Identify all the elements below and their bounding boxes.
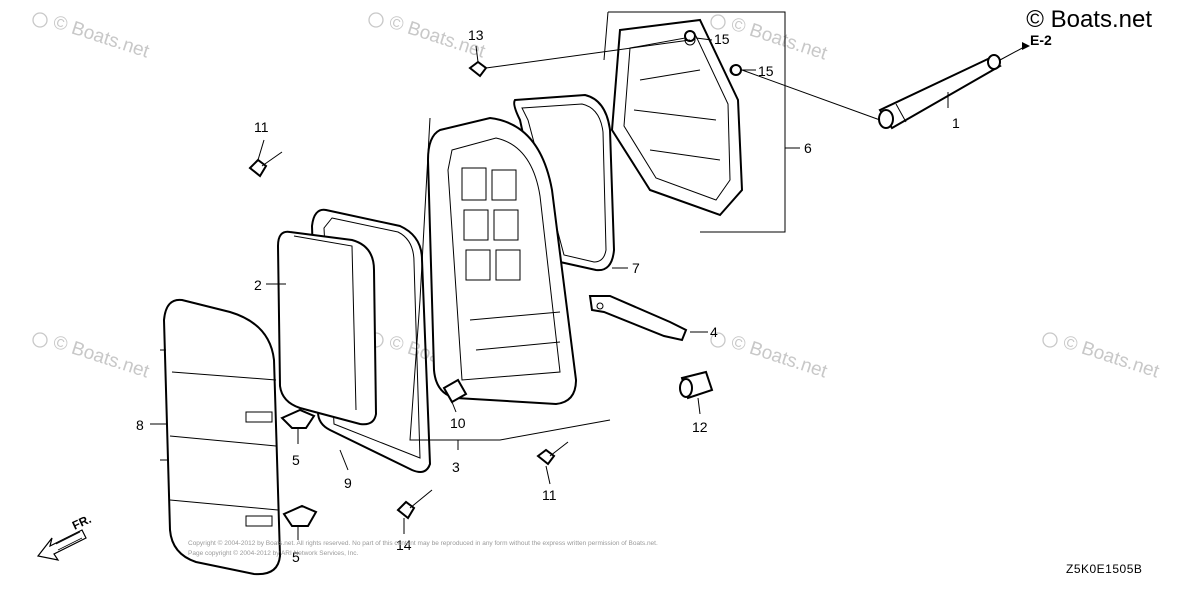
- callout-11b: 11: [542, 487, 557, 503]
- callout-9: 9: [344, 475, 352, 491]
- part-4-stay[interactable]: [588, 295, 688, 342]
- part-9-seal[interactable]: [310, 208, 432, 473]
- bolt-14[interactable]: [396, 489, 433, 520]
- bolt-11-lower[interactable]: [536, 441, 569, 466]
- part-8-outer-cover[interactable]: [160, 298, 282, 576]
- callout-13: 13: [468, 27, 484, 43]
- callout-1: 1: [952, 115, 960, 131]
- watermark: © Boats.net: [50, 332, 152, 383]
- callout-4: 4: [710, 324, 718, 340]
- callout-10: 10: [450, 415, 466, 431]
- callout-15a: 15: [714, 31, 730, 47]
- callout-5a: 5: [292, 452, 300, 468]
- front-arrow-icon: [36, 529, 87, 561]
- copyright-line-1: Copyright © 2004-2012 by Boats.net. All …: [188, 540, 658, 547]
- callout-7: 7: [632, 260, 640, 276]
- e2-arrow: [1022, 42, 1030, 50]
- part-12-collar[interactable]: [679, 370, 714, 400]
- part-10-collar[interactable]: [442, 378, 468, 404]
- nut-13[interactable]: [468, 60, 488, 78]
- part-1-tube[interactable]: [878, 54, 1002, 130]
- callout-15b: 15: [758, 63, 774, 79]
- brand-logo: © Boats.net: [1026, 6, 1152, 33]
- watermark: © Boats.net: [728, 14, 830, 65]
- callout-6: 6: [804, 140, 812, 156]
- callout-2: 2: [254, 277, 262, 293]
- section-ref: E-2: [1030, 32, 1052, 48]
- callout-12: 12: [692, 419, 708, 435]
- callout-14: 14: [396, 537, 412, 553]
- part-3-case[interactable]: [426, 116, 578, 406]
- callout-11a: 11: [254, 119, 269, 135]
- copyright-line-2: Page copyright © 2004-2012 by ARI Networ…: [188, 550, 359, 557]
- leader-lines: [150, 37, 1027, 540]
- callout-labels: 1 2 3 4 5 5 6 7 8 9 10 11 11 12 13 14 15…: [136, 27, 960, 565]
- part-6-cover[interactable]: [610, 18, 744, 217]
- watermark: © Boats.net: [1060, 332, 1162, 383]
- watermark: © Boats.net: [728, 332, 830, 383]
- part-2-foam-element[interactable]: [276, 230, 378, 426]
- callout-5b: 5: [292, 549, 300, 565]
- callout-8: 8: [136, 417, 144, 433]
- callout-3: 3: [452, 459, 460, 475]
- part-5-clips[interactable]: [280, 408, 318, 527]
- watermark: © Boats.net: [50, 12, 152, 63]
- part-7-gasket[interactable]: [513, 93, 616, 272]
- reference-code: Z5K0E1505B: [1066, 562, 1143, 576]
- nut-15[interactable]: [684, 30, 742, 76]
- bolt-11-upper[interactable]: [248, 151, 283, 178]
